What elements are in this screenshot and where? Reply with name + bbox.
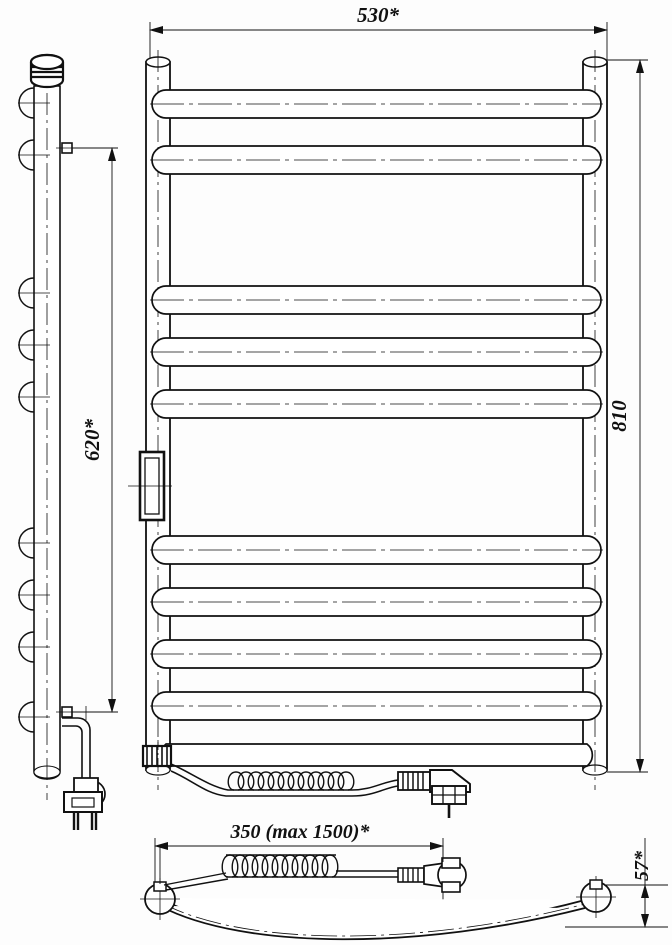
mains-plug [397,769,471,818]
side-view-cord [62,706,91,780]
switch-box[interactable] [128,450,172,522]
top-view [140,846,616,941]
threaded-cap-icon [29,53,65,89]
top-view-plug [397,857,467,893]
side-view-tube [33,58,61,800]
horizontal-rung [150,587,603,617]
curved-rung-profile [159,897,586,941]
horizontal-rung [150,145,603,175]
cord-outlet [141,740,173,772]
side-rung-profiles [18,87,50,733]
horizontal-rung [150,535,603,565]
side-view [18,53,106,830]
dimension-label-height-left: 620* [80,419,104,462]
horizontal-rung [150,337,603,367]
dimension-label-width: 530* [357,3,400,27]
connector-fittings [56,142,78,718]
front-view [128,50,608,818]
dimension-width-530 [149,22,608,72]
horizontal-rung [150,639,603,669]
top-view-right-end [576,876,616,918]
side-view-plug [63,777,106,830]
coiled-cord [170,763,399,797]
top-view-left-end [140,878,180,920]
horizontal-rung [150,389,603,419]
cord-coil-turns [227,771,355,797]
dimension-depth-57 [565,838,668,928]
dimension-label-height-right: 810 [607,400,631,432]
horizontal-rung [150,89,603,119]
horizontal-rung [150,691,603,721]
horizontal-rung [150,285,603,315]
cord-coil-turns-plan [221,854,339,878]
dimension-height-810 [607,59,648,773]
horizontal-rung [159,743,594,767]
top-view-coiled-cord [163,854,398,891]
dimension-label-cord: 350 (max 1500)* [230,821,371,843]
front-rungs [150,89,603,767]
dimension-label-depth: 57* [631,850,653,881]
